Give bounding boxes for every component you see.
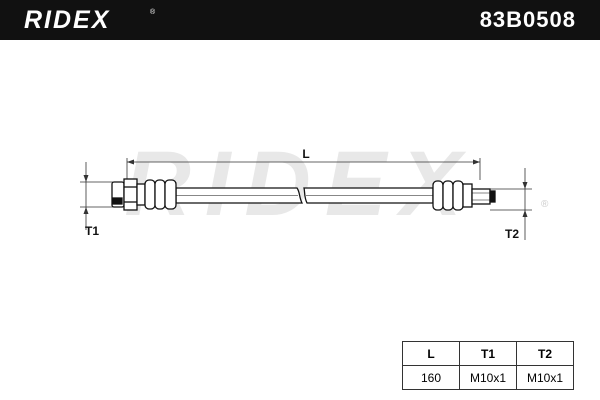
spec-table-header-row: L T1 T2 (402, 341, 574, 366)
left-fitting (111, 178, 177, 211)
thread2-dimension (490, 168, 532, 240)
hose-body (175, 187, 434, 204)
right-fitting (432, 180, 496, 211)
header-bar: RIDEX ® 83B0508 (0, 0, 600, 40)
watermark-text: RIDEX (124, 133, 475, 235)
length-label: L (302, 147, 309, 161)
brake-hose-drawing: RIDEX ® L T1 T2 (80, 133, 549, 241)
part-number: 83B0508 (479, 7, 576, 32)
registered-mark-icon: ® (150, 9, 156, 16)
length-dimension (126, 158, 481, 180)
spec-value-length: 160 (402, 365, 460, 390)
spec-value-thread1: M10x1 (459, 365, 517, 390)
watermark-logo: RIDEX ® (124, 133, 549, 235)
watermark-registered-mark: ® (541, 199, 549, 210)
spec-header-length: L (402, 341, 460, 366)
thread1-label: T1 (85, 224, 99, 238)
spec-header-thread2: T2 (516, 341, 574, 366)
brand-logo: RIDEX (24, 6, 111, 34)
spec-table-value-row: 160 M10x1 M10x1 (402, 365, 574, 390)
spec-table: L T1 T2 160 M10x1 M10x1 (402, 341, 574, 390)
spec-header-thread1: T1 (459, 341, 517, 366)
spec-value-thread2: M10x1 (516, 365, 574, 390)
thread2-label: T2 (505, 227, 519, 241)
